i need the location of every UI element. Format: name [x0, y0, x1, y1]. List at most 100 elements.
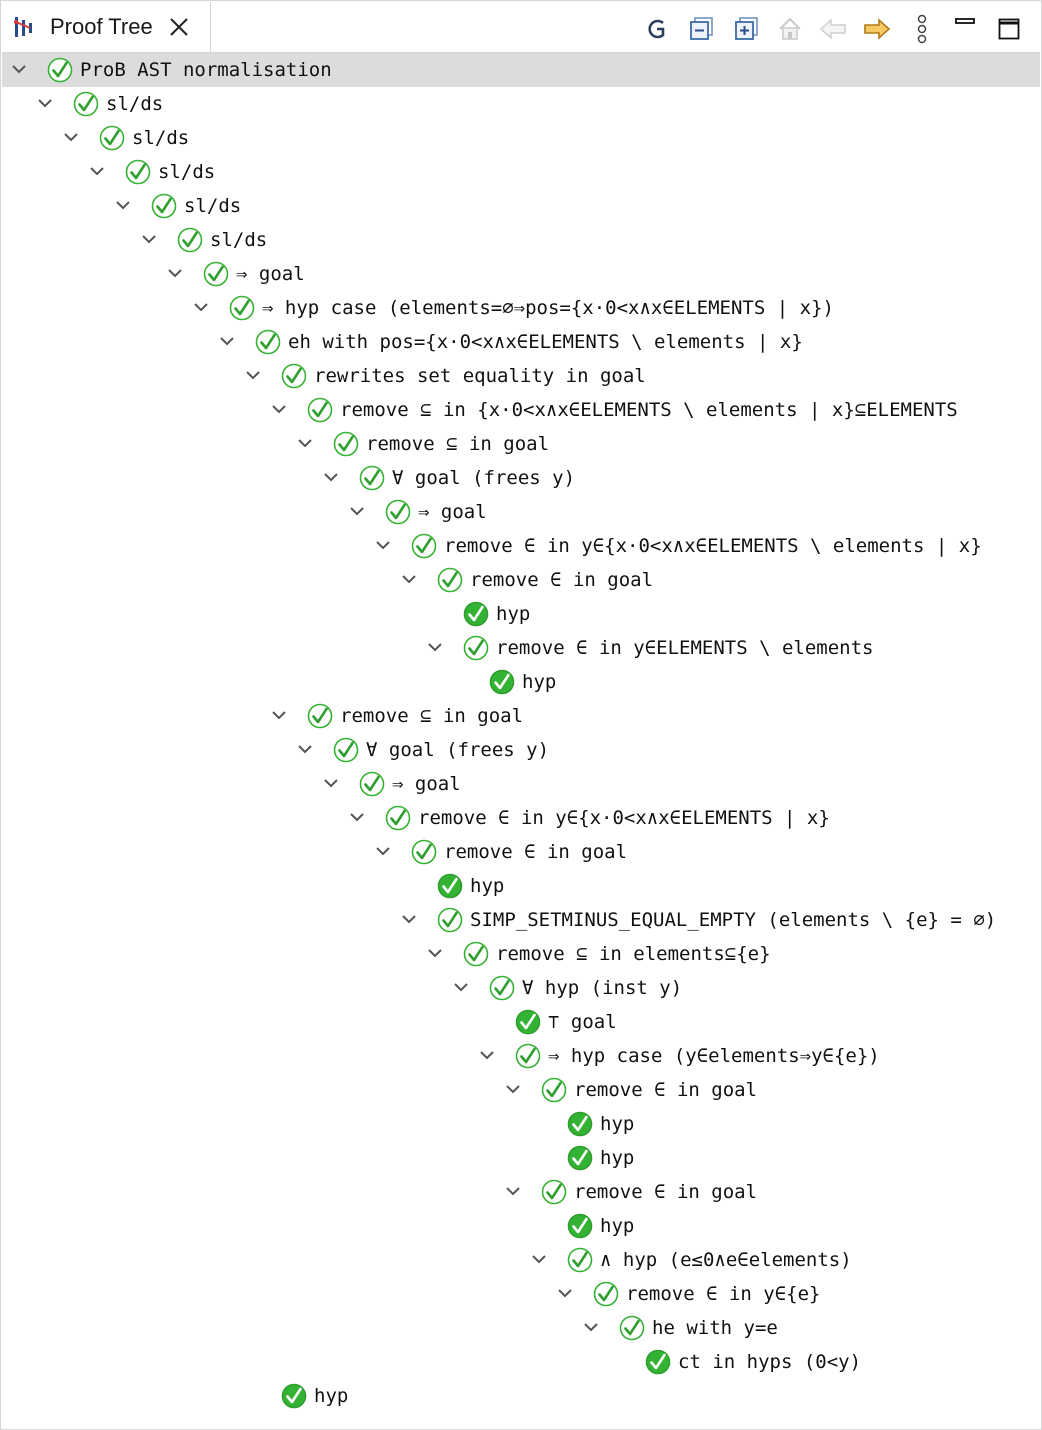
- chevron-down-icon[interactable]: [115, 197, 131, 213]
- tree-node[interactable]: eh with pos={x·0<x∧x∈ELEMENTS \ elements…: [2, 325, 1040, 359]
- chevron-down-icon[interactable]: [349, 503, 365, 519]
- chevron-down-icon[interactable]: [245, 367, 261, 383]
- chevron-down-icon[interactable]: [375, 843, 391, 859]
- proof-status-check-icon: [515, 1009, 541, 1035]
- close-icon[interactable]: [167, 15, 191, 39]
- home-button[interactable]: [775, 14, 805, 44]
- tree-node[interactable]: remove ∈ in goal: [2, 1073, 1040, 1107]
- maximize-button[interactable]: [994, 14, 1024, 44]
- tree-node[interactable]: sl/ds: [2, 87, 1040, 121]
- chevron-down-icon[interactable]: [401, 911, 417, 927]
- chevron-down-icon[interactable]: [583, 1319, 599, 1335]
- tree-node[interactable]: remove ∈ in y∈{e}: [2, 1277, 1040, 1311]
- proof-status-check-icon: [229, 295, 255, 321]
- chevron-down-icon[interactable]: [479, 1047, 495, 1063]
- chevron-down-icon[interactable]: [349, 809, 365, 825]
- chevron-down-icon[interactable]: [63, 129, 79, 145]
- tree-node-label: ∀ hyp (inst y): [522, 977, 683, 999]
- chevron-down-icon[interactable]: [505, 1183, 521, 1199]
- tree-node-label: ∀ goal (frees y): [366, 739, 550, 761]
- chevron-down-icon[interactable]: [11, 61, 27, 77]
- tree-node[interactable]: ⇒ goal: [2, 767, 1040, 801]
- tree-node[interactable]: ⇒ hyp case (y∈elements⇒y∈{e}): [2, 1039, 1040, 1073]
- forward-button[interactable]: [862, 14, 892, 44]
- view-menu-button[interactable]: [907, 14, 937, 44]
- proof-status-check-icon: [463, 635, 489, 661]
- tree-node[interactable]: ⇒ goal: [2, 257, 1040, 291]
- proof-status-check-icon: [47, 57, 73, 83]
- tree-node[interactable]: sl/ds: [2, 223, 1040, 257]
- chevron-down-icon[interactable]: [89, 163, 105, 179]
- chevron-down-icon[interactable]: [427, 639, 443, 655]
- tree-node[interactable]: remove ∈ in goal: [2, 1175, 1040, 1209]
- chevron-down-icon[interactable]: [323, 469, 339, 485]
- tree-leaf-node[interactable]: hyp: [2, 1107, 1040, 1141]
- tree-leaf-node[interactable]: hyp: [2, 597, 1040, 631]
- chevron-down-icon[interactable]: [141, 231, 157, 247]
- tree-node[interactable]: remove ∈ in y∈ELEMENTS \ elements: [2, 631, 1040, 665]
- chevron-down-icon[interactable]: [167, 265, 183, 281]
- minimize-icon: [955, 18, 975, 24]
- tree-node[interactable]: remove ∈ in y∈{x·0<x∧x∈ELEMENTS \ elemen…: [2, 529, 1040, 563]
- tree-node[interactable]: he with y=e: [2, 1311, 1040, 1345]
- tree-leaf-node[interactable]: ⊤ goal: [2, 1005, 1040, 1039]
- chevron-down-icon[interactable]: [271, 401, 287, 417]
- tree-node[interactable]: SIMP_SETMINUS_EQUAL_EMPTY (elements \ {e…: [2, 903, 1040, 937]
- tree-node[interactable]: remove ⊆ in {x·0<x∧x∈ELEMENTS \ elements…: [2, 393, 1040, 427]
- tree-node[interactable]: ∧ hyp (e≤0∧e∈elements): [2, 1243, 1040, 1277]
- chevron-down-icon[interactable]: [297, 741, 313, 757]
- minimize-button[interactable]: [950, 8, 980, 38]
- tree-node[interactable]: ⇒ goal: [2, 495, 1040, 529]
- tree-leaf-node[interactable]: hyp: [2, 1141, 1040, 1175]
- tree-node-label: remove ⊆ in goal: [340, 705, 524, 727]
- chevron-down-icon[interactable]: [557, 1285, 573, 1301]
- tree-node[interactable]: ∀ goal (frees y): [2, 733, 1040, 767]
- tree-node[interactable]: remove ∈ in goal: [2, 563, 1040, 597]
- proof-status-check-icon: [567, 1247, 593, 1273]
- tree-node-label: ⇒ goal: [236, 263, 305, 285]
- tree-node[interactable]: remove ⊆ in goal: [2, 699, 1040, 733]
- chevron-down-icon[interactable]: [271, 707, 287, 723]
- chevron-down-icon[interactable]: [219, 333, 235, 349]
- tree-node[interactable]: ⇒ hyp case (elements=∅⇒pos={x·0<x∧x∈ELEM…: [2, 291, 1040, 325]
- tree-node[interactable]: sl/ds: [2, 189, 1040, 223]
- tree-node[interactable]: ∀ goal (frees y): [2, 461, 1040, 495]
- chevron-down-icon[interactable]: [193, 299, 209, 315]
- tree-node[interactable]: remove ⊆ in elements⊆{e}: [2, 937, 1040, 971]
- tree-node-label: SIMP_SETMINUS_EQUAL_EMPTY (elements \ {e…: [470, 909, 997, 931]
- tree-leaf-node[interactable]: hyp: [2, 1209, 1040, 1243]
- tree-node[interactable]: sl/ds: [2, 155, 1040, 189]
- chevron-down-icon[interactable]: [427, 945, 443, 961]
- expand-all-button[interactable]: [732, 14, 762, 44]
- tree-node[interactable]: ∀ hyp (inst y): [2, 971, 1040, 1005]
- chevron-down-icon[interactable]: [531, 1251, 547, 1267]
- tree-leaf-node[interactable]: ct in hyps (0<y): [2, 1345, 1040, 1379]
- g-button[interactable]: [642, 14, 672, 44]
- collapse-all-button[interactable]: [687, 14, 717, 44]
- chevron-down-icon[interactable]: [505, 1081, 521, 1097]
- view-tab[interactable]: Proof Tree: [2, 2, 211, 52]
- tree-node[interactable]: rewrites set equality in goal: [2, 359, 1040, 393]
- back-button[interactable]: [818, 14, 848, 44]
- proof-status-check-icon: [541, 1077, 567, 1103]
- chevron-down-icon[interactable]: [323, 775, 339, 791]
- tree-node[interactable]: ProB AST normalisation: [2, 53, 1040, 87]
- tree-node[interactable]: remove ∈ in goal: [2, 835, 1040, 869]
- tree-node-label: remove ⊆ in elements⊆{e}: [496, 943, 771, 965]
- chevron-down-icon[interactable]: [453, 979, 469, 995]
- proof-status-check-icon: [437, 873, 463, 899]
- proof-status-check-icon: [73, 91, 99, 117]
- chevron-down-icon[interactable]: [297, 435, 313, 451]
- chevron-down-icon[interactable]: [375, 537, 391, 553]
- chevron-down-icon[interactable]: [37, 95, 53, 111]
- tree-node-label: eh with pos={x·0<x∧x∈ELEMENTS \ elements…: [288, 331, 803, 353]
- tree-leaf-node[interactable]: hyp: [2, 869, 1040, 903]
- tree-node[interactable]: sl/ds: [2, 121, 1040, 155]
- tree-leaf-node[interactable]: hyp: [2, 665, 1040, 699]
- tree-node[interactable]: remove ∈ in y∈{x·0<x∧x∈ELEMENTS | x}: [2, 801, 1040, 835]
- tree-leaf-node[interactable]: hyp: [2, 1379, 1040, 1413]
- chevron-down-icon[interactable]: [401, 571, 417, 587]
- tree-node[interactable]: remove ⊆ in goal: [2, 427, 1040, 461]
- view-header: Proof Tree: [2, 2, 1040, 53]
